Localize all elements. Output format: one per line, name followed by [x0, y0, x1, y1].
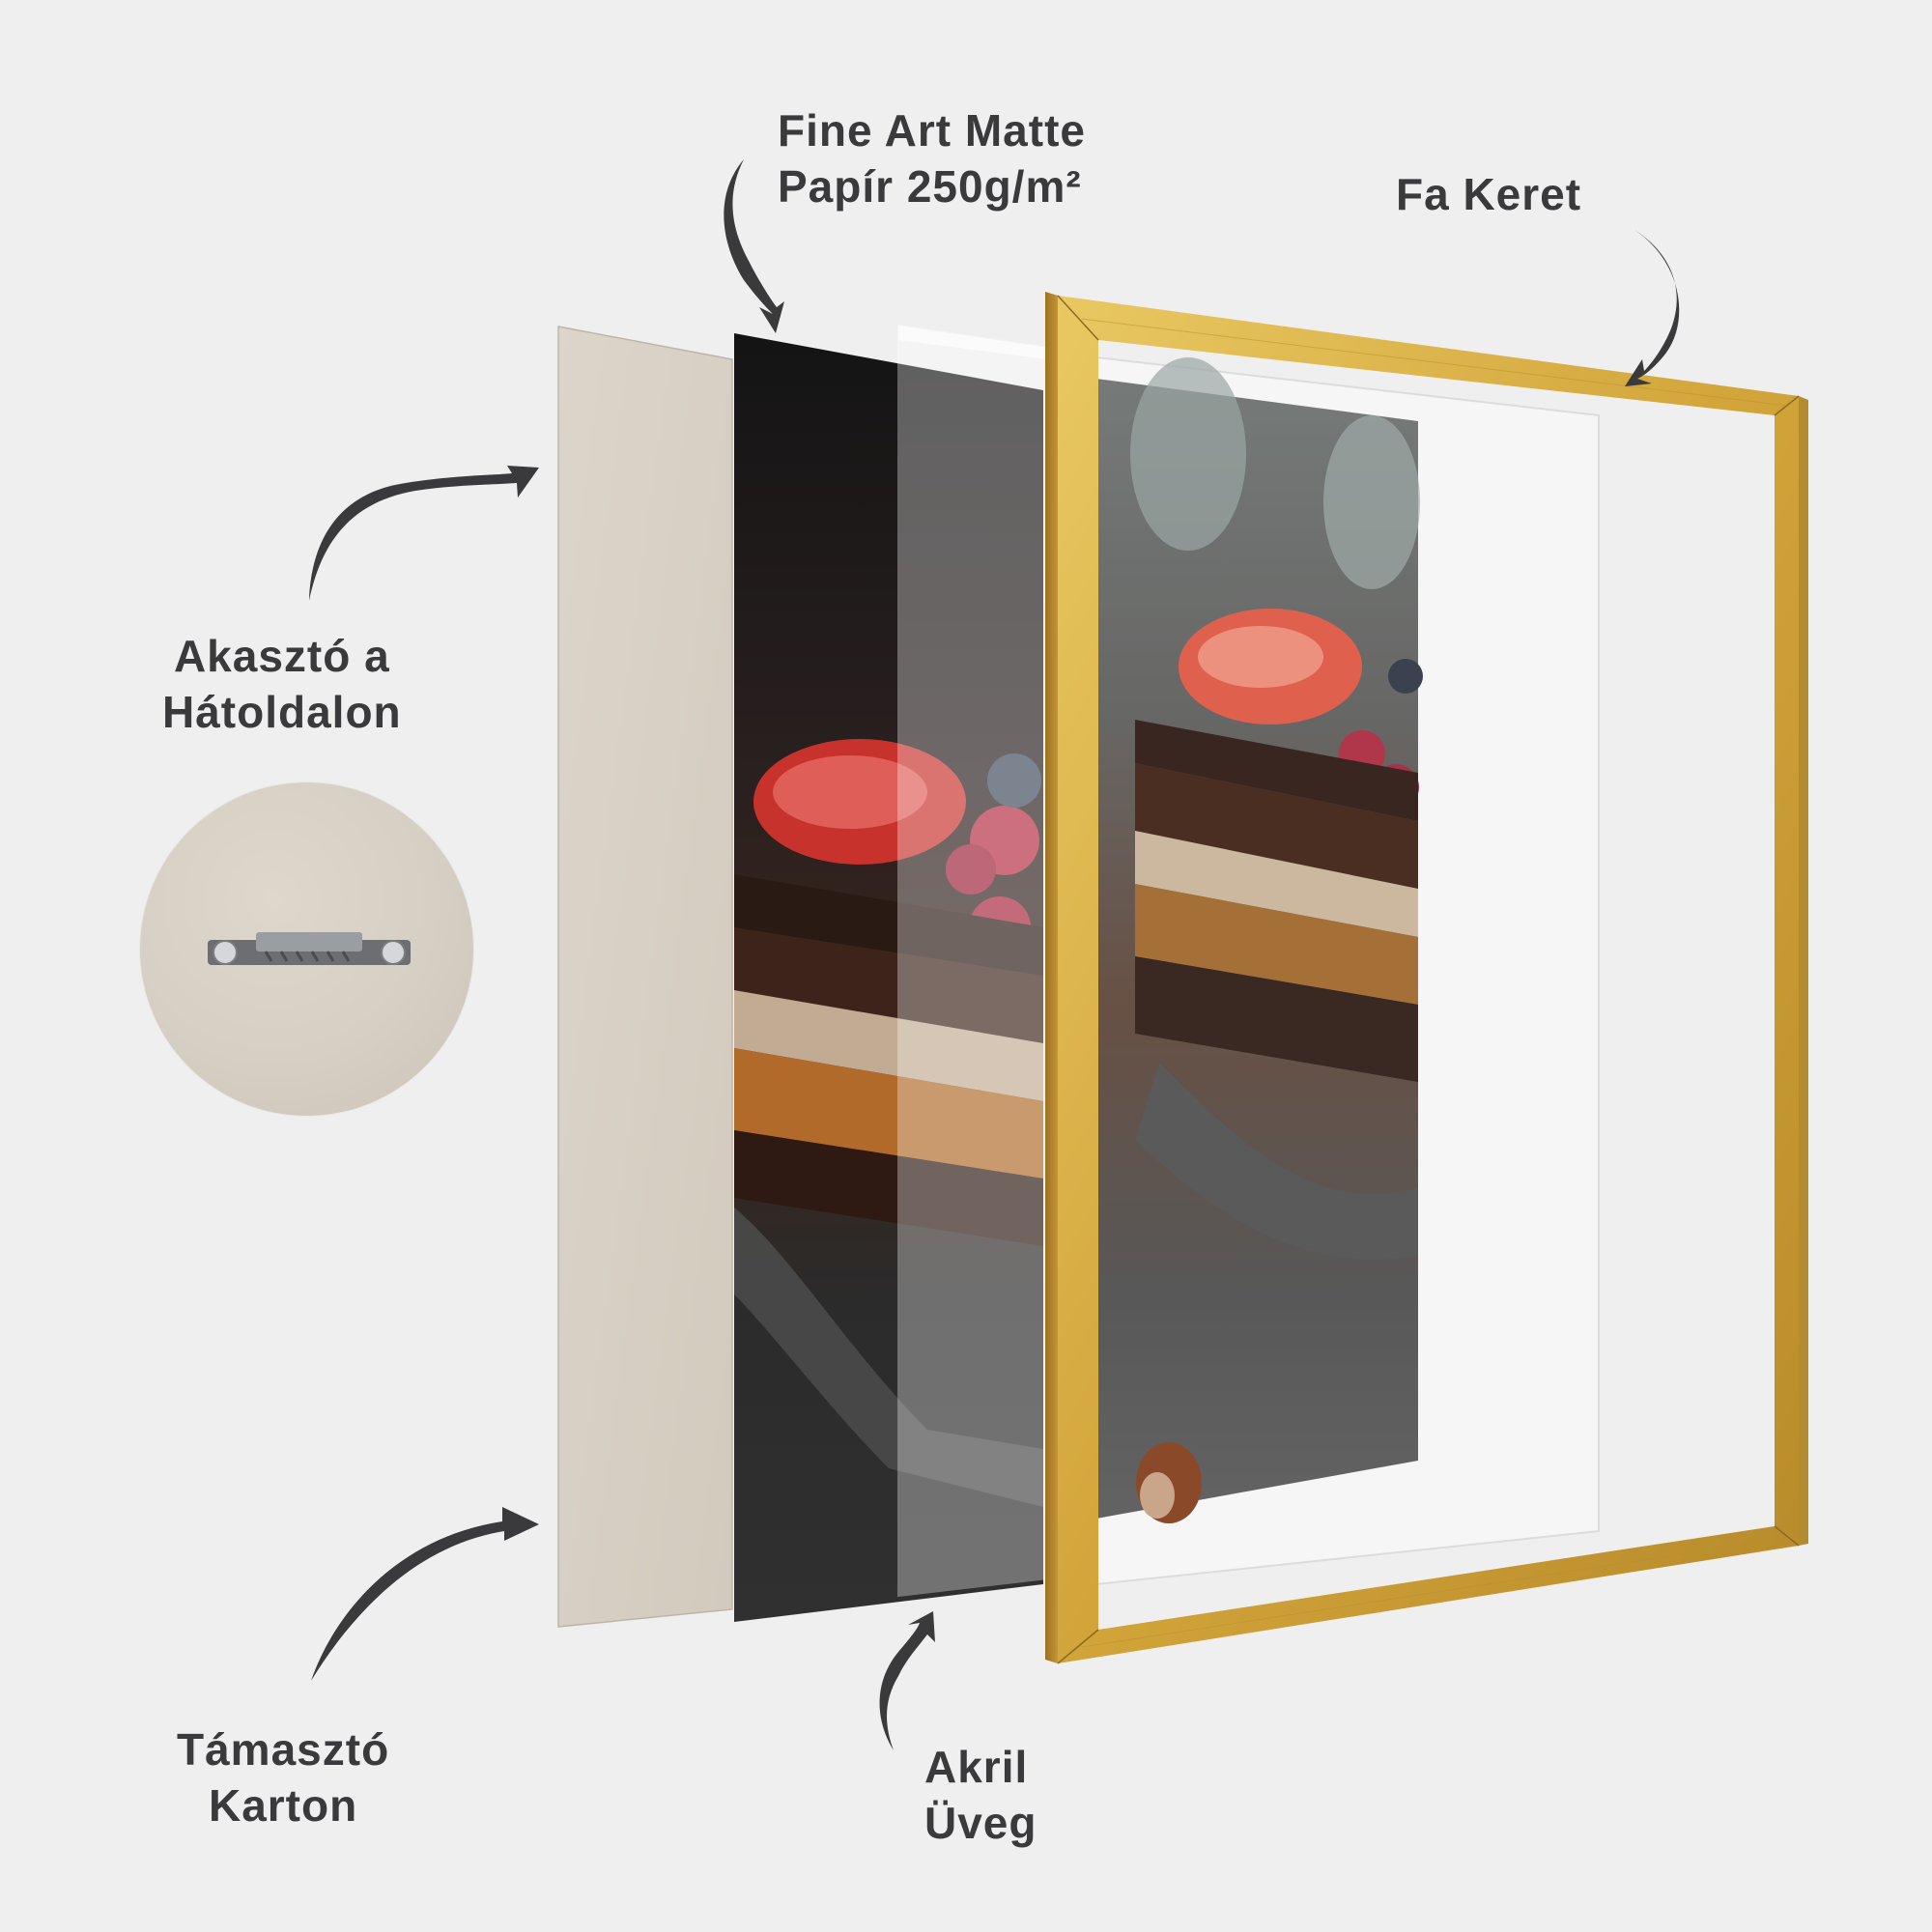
arrow-acrylic	[879, 1611, 935, 1750]
label-hanger-line1: Akasztó a	[173, 631, 390, 681]
label-paper-line2: Papír 250g/m²	[778, 161, 1082, 212]
label-paper-line1: Fine Art Matte	[778, 105, 1086, 156]
arrow-frame	[1625, 230, 1680, 386]
label-hanger-line2: Hátoldalon	[162, 687, 402, 737]
label-acrylic-line2: Üveg	[924, 1798, 1037, 1848]
callout-arrows	[309, 159, 1680, 1750]
wood-frame	[1045, 292, 1808, 1664]
label-acrylic: Akril Üveg	[924, 1739, 1037, 1851]
hanger-detail-circle	[140, 782, 473, 1116]
label-hanger: Akasztó a Hátoldalon	[162, 628, 402, 740]
sawtooth-hanger-icon	[208, 932, 411, 965]
acrylic-glass-panel	[897, 324, 1049, 1598]
art-print-panel	[734, 333, 1043, 1622]
framed-print-preview	[1095, 355, 1600, 1586]
arrow-paper	[724, 159, 784, 333]
label-paper: Fine Art Matte Papír 250g/m²	[778, 102, 1086, 214]
label-frame: Fa Keret	[1396, 166, 1581, 222]
arrow-backing	[311, 1507, 539, 1681]
label-backing-line1: Támasztó	[177, 1724, 390, 1775]
label-backing-line2: Karton	[208, 1780, 358, 1831]
arrow-hanger	[309, 466, 539, 601]
label-frame-line1: Fa Keret	[1396, 169, 1582, 219]
backing-cardboard-panel	[557, 326, 733, 1628]
label-acrylic-line1: Akril	[924, 1742, 1029, 1792]
label-backing: Támasztó Karton	[177, 1721, 389, 1833]
